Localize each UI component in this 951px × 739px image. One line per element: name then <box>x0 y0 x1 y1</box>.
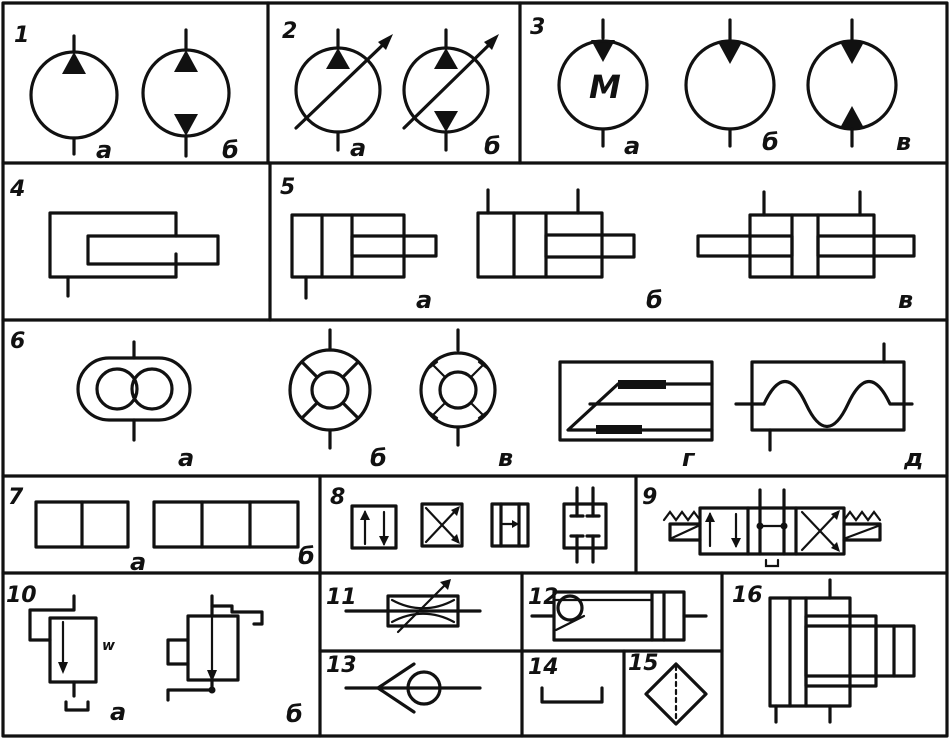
two-position-box <box>34 500 130 549</box>
screw-pump <box>734 342 914 452</box>
cell-2-label-b: б <box>484 132 501 160</box>
axial-piston-unit <box>558 360 714 442</box>
cell-7-number: 7 <box>8 485 24 510</box>
cell-5-piston-cylinders: 5 а б в <box>280 175 916 314</box>
cell-1-number: 1 <box>14 23 29 48</box>
cell-9-directional-valve: 9 <box>642 485 882 568</box>
cell-2-label-a: а <box>350 134 366 162</box>
cell-5-label-a: а <box>416 286 432 314</box>
cell-9-number: 9 <box>642 485 657 510</box>
spring-letter: w <box>102 638 115 654</box>
variable-pump-bidirectional <box>402 28 499 152</box>
cell-7-label-b: б <box>298 542 315 570</box>
cell-1-label-b: б <box>222 136 239 164</box>
parallel-flow-box <box>350 504 398 550</box>
cell-8-flow-paths: 8 <box>330 485 608 564</box>
double-port-cylinder <box>476 188 636 279</box>
single-rod-cylinder <box>290 213 438 300</box>
cell-5-label-c: в <box>898 286 913 314</box>
gear-pump <box>76 340 192 442</box>
cell-8-number: 8 <box>330 485 345 510</box>
double-rod-cylinder <box>696 190 916 279</box>
cell-6-label-e: д <box>903 444 923 472</box>
cell-10-label-a: а <box>110 698 126 726</box>
cell-15-number: 15 <box>628 651 659 676</box>
cell-7-label-a: а <box>130 548 146 576</box>
reducing-valve <box>166 594 264 702</box>
cell-12-cylinder-with-check: 12 <box>528 585 708 642</box>
radial-piston-pump <box>419 328 497 447</box>
cell-16-telescopic-cylinder: 16 <box>732 578 916 724</box>
cell-13-number: 13 <box>326 653 357 678</box>
cell-16-number: 16 <box>732 583 763 608</box>
cell-14-tank: 14 <box>528 655 604 704</box>
pump-unidirectional <box>29 34 119 156</box>
cell-4-number: 4 <box>9 177 25 202</box>
cell-15-filter: 15 <box>628 651 708 726</box>
variable-pump-unidirectional <box>294 28 393 152</box>
cross-flow-box <box>420 502 464 548</box>
cell-3-label-a: а <box>624 132 640 160</box>
blocked-ports-box <box>562 486 608 564</box>
cell-6-pump-types: 6 а б <box>10 328 923 472</box>
hydraulic-motor-unidirectional <box>684 18 776 148</box>
electric-motor: M <box>557 18 649 148</box>
cell-4-plunger-cylinder: 4 <box>9 177 220 298</box>
cell-10-number: 10 <box>6 583 37 608</box>
cell-6-label-c: в <box>498 444 513 472</box>
three-position-box <box>152 500 300 549</box>
cell-6-label-a: а <box>178 444 194 472</box>
cell-6-label-b: б <box>370 444 387 472</box>
cell-3-label-b: б <box>762 128 779 156</box>
motor-letter: M <box>589 68 621 106</box>
cell-6-label-d: г <box>682 444 696 472</box>
cell-3-label-c: в <box>896 128 911 156</box>
cell-2-number: 2 <box>282 19 297 44</box>
pump-bidirectional <box>141 28 231 158</box>
vane-pump <box>288 328 372 450</box>
cell-5-label-b: б <box>646 286 663 314</box>
cell-7-valve-positions: 7 а б <box>8 485 315 576</box>
cell-13-check-valve: 13 <box>326 653 482 714</box>
relief-valve: w <box>28 594 115 712</box>
cell-10-pressure-valves: 10 w а б <box>6 583 303 728</box>
cell-3-motor: 3 M а б в <box>530 15 911 160</box>
hydraulic-motor-bidirectional <box>806 18 898 148</box>
cell-5-number: 5 <box>280 175 295 200</box>
cell-11-adjustable-throttle: 11 <box>326 579 482 634</box>
cell-14-number: 14 <box>528 655 559 680</box>
cell-6-number: 6 <box>10 329 25 354</box>
cell-3-number: 3 <box>530 15 545 40</box>
cell-10-label-b: б <box>286 700 303 728</box>
bypass-flow-box <box>490 502 530 548</box>
cell-2-variable-pump: 2 а б <box>282 19 501 162</box>
cell-1-pump: 1 а б <box>14 23 239 164</box>
cell-1-label-a: а <box>96 136 112 164</box>
cell-11-number: 11 <box>326 585 357 610</box>
